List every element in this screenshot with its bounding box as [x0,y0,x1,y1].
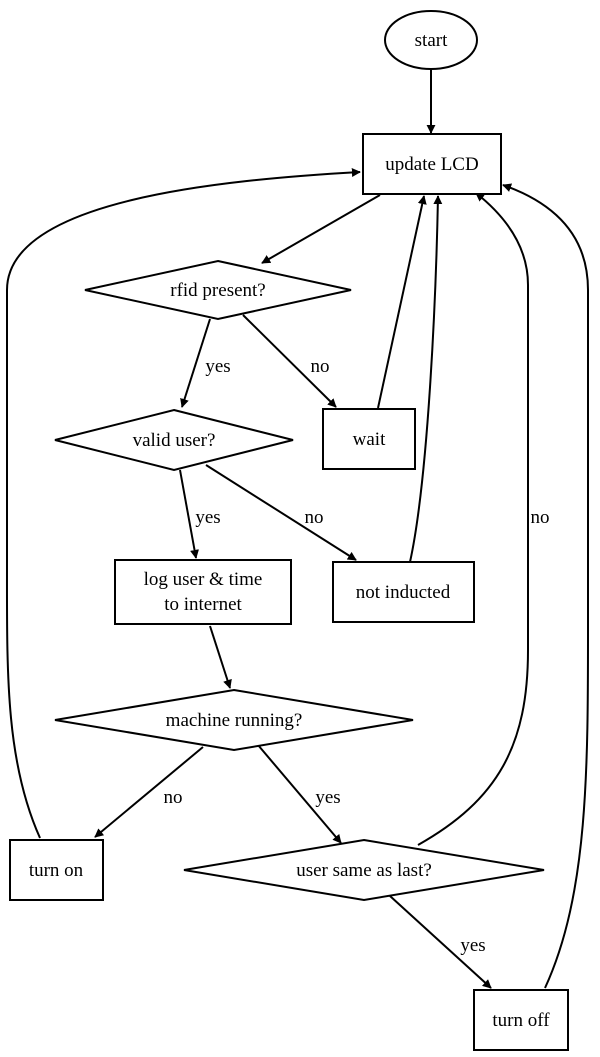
machine-running-label: machine running? [166,710,303,731]
edge-label-valid-yes: yes [195,507,220,528]
wait-label: wait [353,429,386,450]
log-user-time-box [114,559,292,625]
start-ellipse [384,10,478,70]
edge-wait-to-update-lcd [377,195,427,409]
node-start: start [384,10,478,70]
edge-user-same-no-to-update-lcd [417,192,529,846]
machine-running-diamond [54,688,414,752]
edge-machine-running-yes-to-user-same [257,744,342,844]
edge-label-same-no: no [531,507,550,528]
edges [5,69,590,989]
edge-label-running-yes: yes [315,787,340,808]
edge-label-running-no: no [164,787,183,808]
node-log-user-time: log user & time to internet [114,559,292,625]
rfid-present-diamond [84,259,352,321]
edge-label-same-yes: yes [460,935,485,956]
node-update-lcd: update LCD [362,133,502,195]
edge-update-lcd-to-rfid-present [261,194,381,264]
user-same-as-last-diamond [183,838,545,902]
node-turn-on: turn on [9,839,104,901]
not-inducted-label: not inducted [356,582,451,603]
valid-user-diamond [54,408,294,472]
log-user-time-label-line2: to internet [164,594,242,615]
edge-labels: yes no yes no no yes yes no [164,356,550,956]
node-valid-user: valid user? [54,408,294,472]
node-wait: wait [322,408,416,470]
edge-rfid-present-no-to-wait [242,314,337,408]
edge-label-rfid-yes: yes [205,356,230,377]
turn-on-box [9,839,104,901]
edge-not-inducted-to-update-lcd [409,195,443,563]
edge-label-valid-no: no [305,507,324,528]
edge-turn-off-to-update-lcd [502,183,590,989]
update-lcd-label: update LCD [385,154,478,175]
edge-rfid-present-yes-to-valid-user [180,318,211,408]
valid-user-label: valid user? [133,430,216,451]
edge-log-to-machine-running [209,625,232,689]
edge-label-rfid-no: no [311,356,330,377]
turn-on-label: turn on [29,860,84,881]
node-not-inducted: not inducted [332,561,475,623]
edge-user-same-yes-to-turn-off [389,895,492,989]
edge-valid-user-no-to-not-inducted [205,464,357,561]
user-same-as-last-label: user same as last? [296,860,432,881]
node-turn-off: turn off [473,989,569,1051]
node-rfid-present: rfid present? [84,259,352,321]
node-user-same-as-last: user same as last? [183,838,545,902]
rfid-present-label: rfid present? [170,280,265,301]
edge-valid-user-yes-to-log [179,469,199,559]
edge-turn-on-to-update-lcd [5,167,361,839]
update-lcd-box [362,133,502,195]
start-label: start [415,30,448,51]
turn-off-box [473,989,569,1051]
turn-off-label: turn off [492,1010,550,1031]
node-machine-running: machine running? [54,688,414,752]
wait-box [322,408,416,470]
edge-machine-running-no-to-turn-on [94,746,204,838]
log-user-time-label-line1: log user & time [144,569,263,590]
not-inducted-box [332,561,475,623]
